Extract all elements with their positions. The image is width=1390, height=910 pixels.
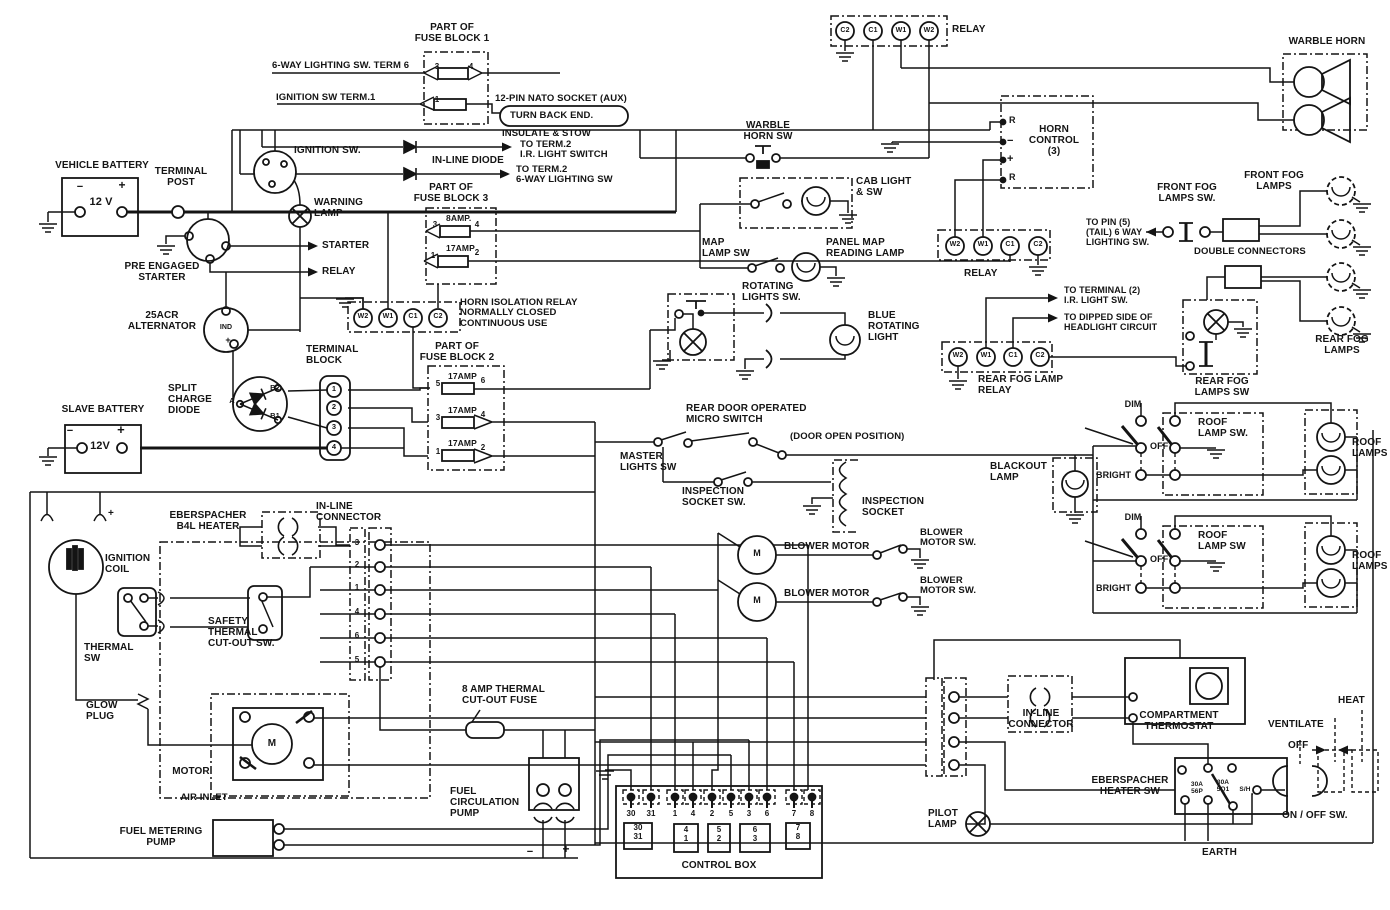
component-bodies — [48, 21, 1356, 879]
component-outlines — [159, 15, 1368, 799]
wires — [29, 40, 1374, 859]
dashed-marks — [622, 453, 1379, 805]
